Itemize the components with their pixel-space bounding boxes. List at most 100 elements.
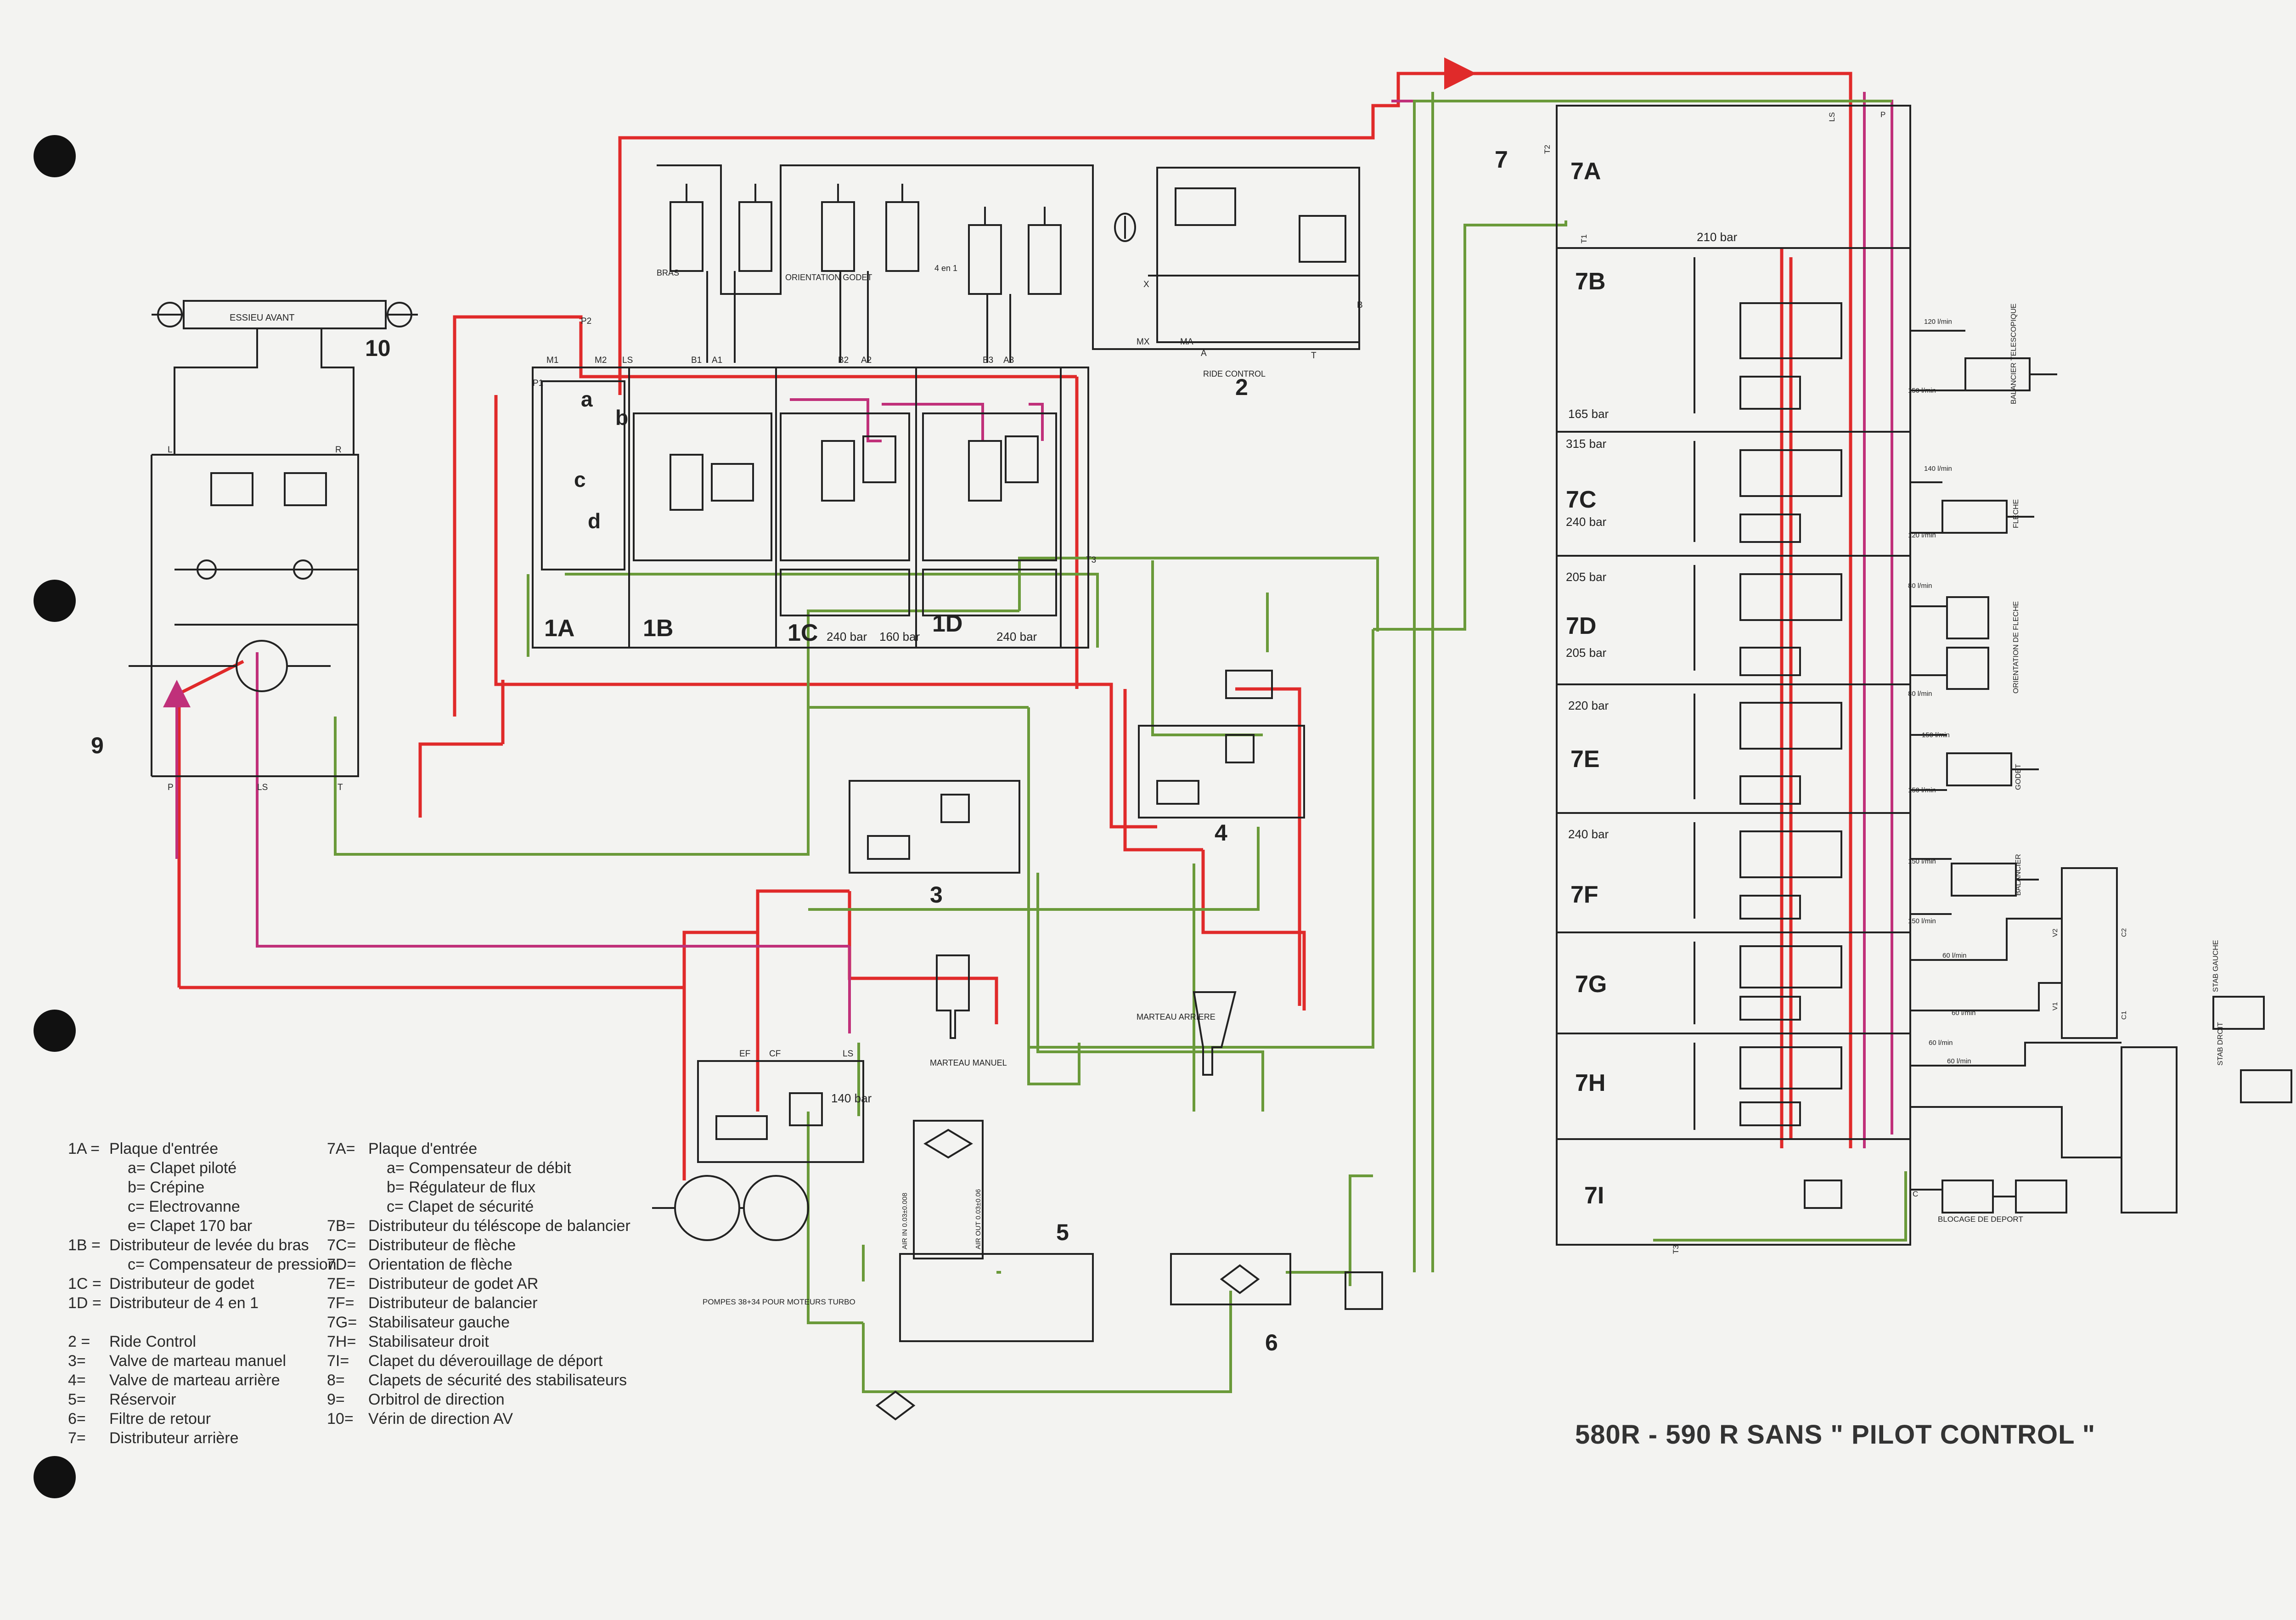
- legend-row: a= Compensateur de débit: [327, 1158, 630, 1178]
- legend-text: Distributeur de levée du bras: [109, 1236, 309, 1254]
- port-x: X: [1143, 280, 1149, 289]
- label-7D: 7D: [1566, 613, 1596, 639]
- legend-text: Filtre de retour: [109, 1410, 211, 1428]
- legend-text: Valve de marteau arrière: [109, 1372, 280, 1389]
- flow-1: 120 l/min: [1924, 318, 1952, 326]
- legend-text: a= Compensateur de débit: [387, 1159, 571, 1177]
- label-1D: 1D: [932, 610, 962, 637]
- legend-text: Distributeur du téléscope de balancier: [368, 1217, 630, 1235]
- legend-row: a= Clapet piloté: [68, 1158, 337, 1178]
- port-v2: V2: [2051, 929, 2059, 937]
- pressure-240-1d: 240 bar: [996, 630, 1037, 643]
- label-bras: BRAS: [657, 268, 679, 277]
- legend-key: 4=: [68, 1372, 86, 1389]
- legend-key: 1C =: [68, 1275, 101, 1293]
- port-p: P: [168, 783, 174, 792]
- port-t: T: [338, 783, 343, 792]
- label-4: 4: [1215, 820, 1227, 846]
- legend-row: 7C=Distributeur de flèche: [327, 1236, 630, 1255]
- pressure-210: 210 bar: [1697, 230, 1738, 244]
- port-c: C: [1913, 1190, 1918, 1198]
- legend-key: 7E=: [327, 1275, 355, 1293]
- legend-key: 1B =: [68, 1236, 101, 1254]
- port-a1: A1: [712, 356, 722, 365]
- component-outlines: [129, 105, 2292, 1421]
- label-pompes: POMPES 38+34 POUR MOTEURS TURBO: [703, 1298, 855, 1306]
- label-9: 9: [91, 733, 104, 758]
- legend-key: 7H=: [327, 1333, 356, 1350]
- port-t3-7: T3: [1671, 1245, 1680, 1254]
- label-essieu: ESSIEU AVANT: [230, 313, 295, 323]
- label-marteau-arriere: MARTEAU ARRIERE: [1137, 1012, 1216, 1022]
- letter-b: b: [615, 406, 628, 429]
- flow-11: 60 l/min: [1942, 952, 1967, 960]
- legend-text: Stabilisateur gauche: [368, 1314, 510, 1331]
- port-p1: P1: [533, 378, 543, 388]
- legend-row: 7H=Stabilisateur droit: [327, 1332, 630, 1351]
- port-m2: M2: [595, 356, 607, 365]
- port-ls-9: LS: [257, 783, 268, 792]
- label-7B: 7B: [1575, 268, 1605, 295]
- pump-block: [697, 1060, 864, 1163]
- stabilizer-block-left: [2061, 867, 2118, 1039]
- legend-row: b= Régulateur de flux: [327, 1178, 630, 1197]
- port-p-7: P: [1880, 110, 1885, 119]
- legend-text: Distributeur de balancier: [368, 1294, 538, 1312]
- port-b1: B1: [691, 356, 702, 365]
- legend-text: c= Compensateur de pression: [128, 1256, 337, 1273]
- legend-text: Distributeur de flèche: [368, 1236, 516, 1254]
- rear-valve-bank: [1556, 105, 1911, 1246]
- binder-hole-4: [34, 1456, 76, 1498]
- loader-valve-block: [532, 367, 1089, 649]
- port-t3: T3: [1086, 555, 1096, 565]
- label-1B: 1B: [643, 615, 673, 642]
- hammer-valve-manual: [849, 780, 1020, 874]
- return-filter: [1170, 1253, 1291, 1305]
- legend-row: 9= Orbitrol de direction: [327, 1390, 630, 1409]
- port-l: L: [168, 445, 173, 455]
- label-marteau-manuel: MARTEAU MANUEL: [930, 1058, 1007, 1067]
- port-mx: MX: [1137, 337, 1150, 347]
- legend-text: b= Régulateur de flux: [387, 1179, 536, 1196]
- flow-3: 140 l/min: [1924, 465, 1952, 473]
- label-2: 2: [1235, 374, 1248, 400]
- legend-key: 9=: [327, 1391, 345, 1408]
- port-b3: B3: [983, 356, 993, 365]
- legend-row: 7F=Distributeur de balancier: [327, 1293, 630, 1313]
- legend-text: Réservoir: [109, 1391, 176, 1408]
- legend-key: 7G=: [327, 1314, 357, 1331]
- label-orientation-fleche: ORIENTATION DE FLECHE: [2012, 601, 2020, 694]
- port-ls: LS: [622, 356, 633, 365]
- label-air-out: AIR OUT 0.03±0.06: [974, 1189, 982, 1249]
- label-godet: GODET: [2015, 764, 2022, 790]
- legend-row: b= Crépine: [68, 1178, 337, 1197]
- port-v1: V1: [2051, 1002, 2059, 1010]
- flow-2: 150 l/min: [1908, 387, 1936, 395]
- label-fleche: FLECHE: [2012, 499, 2020, 528]
- legend-row: 1B = Distributeur de levée du bras: [68, 1236, 337, 1255]
- legend-key: 7B=: [327, 1217, 355, 1235]
- port-a2: A2: [861, 356, 872, 365]
- legend-row: 7A=Plaque d'entrée: [327, 1139, 630, 1158]
- legend-key: 7D=: [327, 1256, 356, 1273]
- legend-text: a= Clapet piloté: [128, 1159, 237, 1177]
- legend-text: Orbitrol de direction: [368, 1391, 505, 1408]
- legend-row: 7G= Stabilisateur gauche: [327, 1313, 630, 1332]
- legend-row: c= Compensateur de pression: [68, 1255, 337, 1274]
- label-3: 3: [930, 882, 943, 908]
- pressure-315: 315 bar: [1566, 437, 1607, 451]
- label-stab-droit: STAB DROIT: [2217, 1022, 2224, 1066]
- letter-c: c: [574, 468, 586, 491]
- port-t2: T2: [1543, 145, 1552, 154]
- legend-key: 3=: [68, 1352, 86, 1370]
- flow-5: 80 l/min: [1908, 582, 1932, 590]
- pressure-240-7c: 240 bar: [1566, 515, 1607, 529]
- legend-row: 10=Vérin de direction AV: [327, 1409, 630, 1428]
- legend-text: Plaque d'entrée: [109, 1140, 219, 1157]
- flow-10: 150 l/min: [1908, 917, 1936, 925]
- legend-row: 1A =Plaque d'entrée: [68, 1139, 337, 1158]
- flow-9: 150 l/min: [1908, 858, 1936, 865]
- pressure-205b: 205 bar: [1566, 646, 1607, 660]
